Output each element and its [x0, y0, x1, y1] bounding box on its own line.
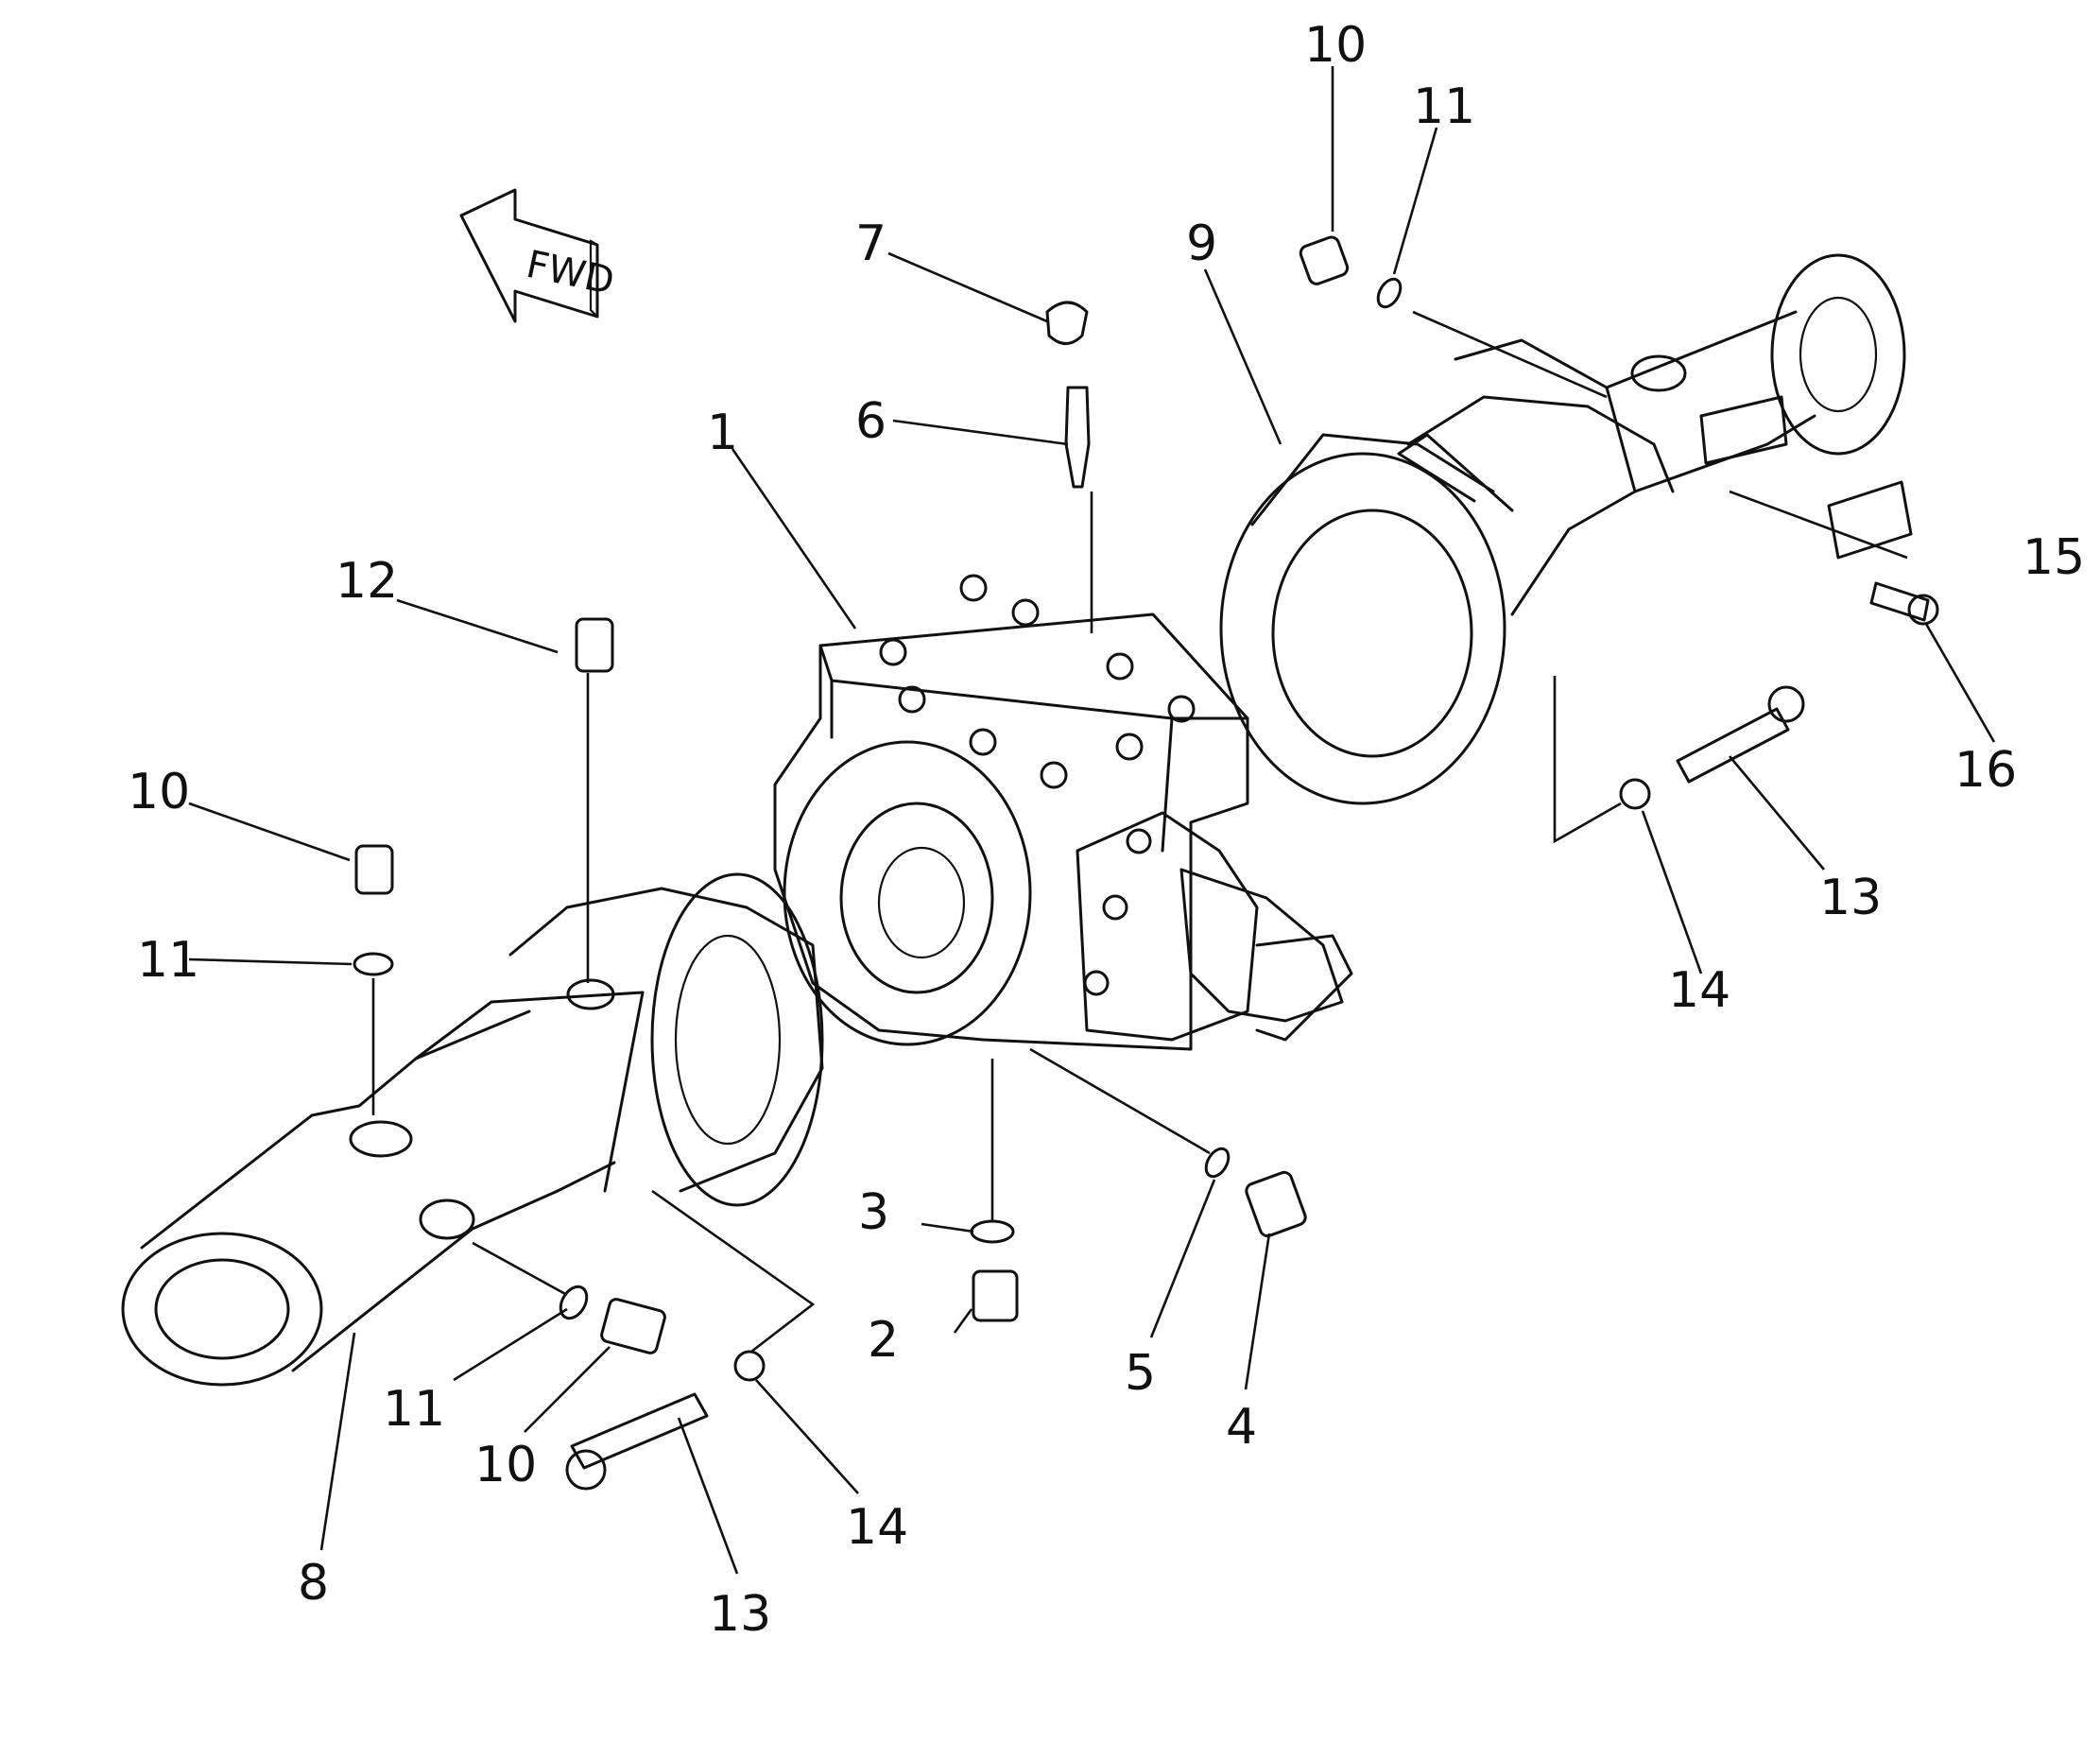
plate-part-15 — [1827, 480, 1913, 560]
bolt-part-13-left — [570, 1392, 709, 1470]
fwd-label: FWD — [523, 243, 618, 303]
callout-3: 3 — [858, 1184, 889, 1241]
callout-11-top: 11 — [1413, 78, 1475, 135]
center-housing — [773, 574, 1353, 1051]
callout-1: 1 — [707, 405, 738, 461]
plug-part-2 — [972, 1269, 1019, 1322]
callout-5: 5 — [1125, 1345, 1156, 1402]
callout-7: 7 — [855, 216, 886, 272]
right-axle-housing — [1219, 253, 1906, 805]
callout-8: 8 — [298, 1555, 329, 1612]
bolt-part-13-right — [1676, 707, 1790, 784]
callout-12: 12 — [336, 553, 398, 610]
callout-14-left: 14 — [846, 1499, 908, 1556]
breather-part-6 — [1064, 386, 1091, 489]
callout-14-right: 14 — [1668, 962, 1730, 1019]
seal-part-5 — [1204, 1147, 1231, 1179]
callout-labels: 1 2 3 4 5 6 7 8 9 10 10 10 11 11 11 12 1… — [128, 17, 2085, 1643]
fwd-direction-arrow: FWD — [459, 188, 618, 323]
callout-16: 16 — [1954, 742, 2017, 799]
left-axle-housing — [121, 872, 824, 1387]
callout-10-bottom: 10 — [474, 1437, 537, 1493]
callout-10-top: 10 — [1304, 17, 1367, 74]
hardware — [353, 235, 1939, 1491]
plug-part-12 — [575, 617, 614, 673]
callout-9: 9 — [1186, 216, 1217, 272]
callout-11-bottom: 11 — [383, 1381, 445, 1438]
callout-13-left: 13 — [709, 1586, 771, 1643]
seal-part-11-left — [353, 952, 394, 976]
plug-part-10-left — [354, 844, 394, 895]
seal-part-11-lower — [559, 1285, 589, 1320]
callout-10-left: 10 — [128, 764, 190, 820]
callout-4: 4 — [1226, 1399, 1257, 1456]
plug-part-4 — [1245, 1170, 1307, 1238]
plug-part-10-lower — [600, 1298, 666, 1354]
leader-lines — [188, 66, 1996, 1575]
seal-part-3 — [970, 1219, 1015, 1244]
callout-15: 15 — [2023, 529, 2085, 586]
washer-part-14-left — [733, 1350, 766, 1382]
washer-part-14-right — [1619, 778, 1651, 810]
callout-2: 2 — [868, 1312, 899, 1369]
breather-part-7 — [1045, 301, 1089, 345]
callout-13-right: 13 — [1819, 870, 1882, 926]
callout-6: 6 — [855, 393, 886, 450]
callout-11-left: 11 — [137, 932, 199, 989]
plug-part-10-right — [1299, 235, 1350, 285]
bolt-part-16 — [1869, 581, 1930, 622]
seal-part-11-right — [1376, 277, 1403, 309]
